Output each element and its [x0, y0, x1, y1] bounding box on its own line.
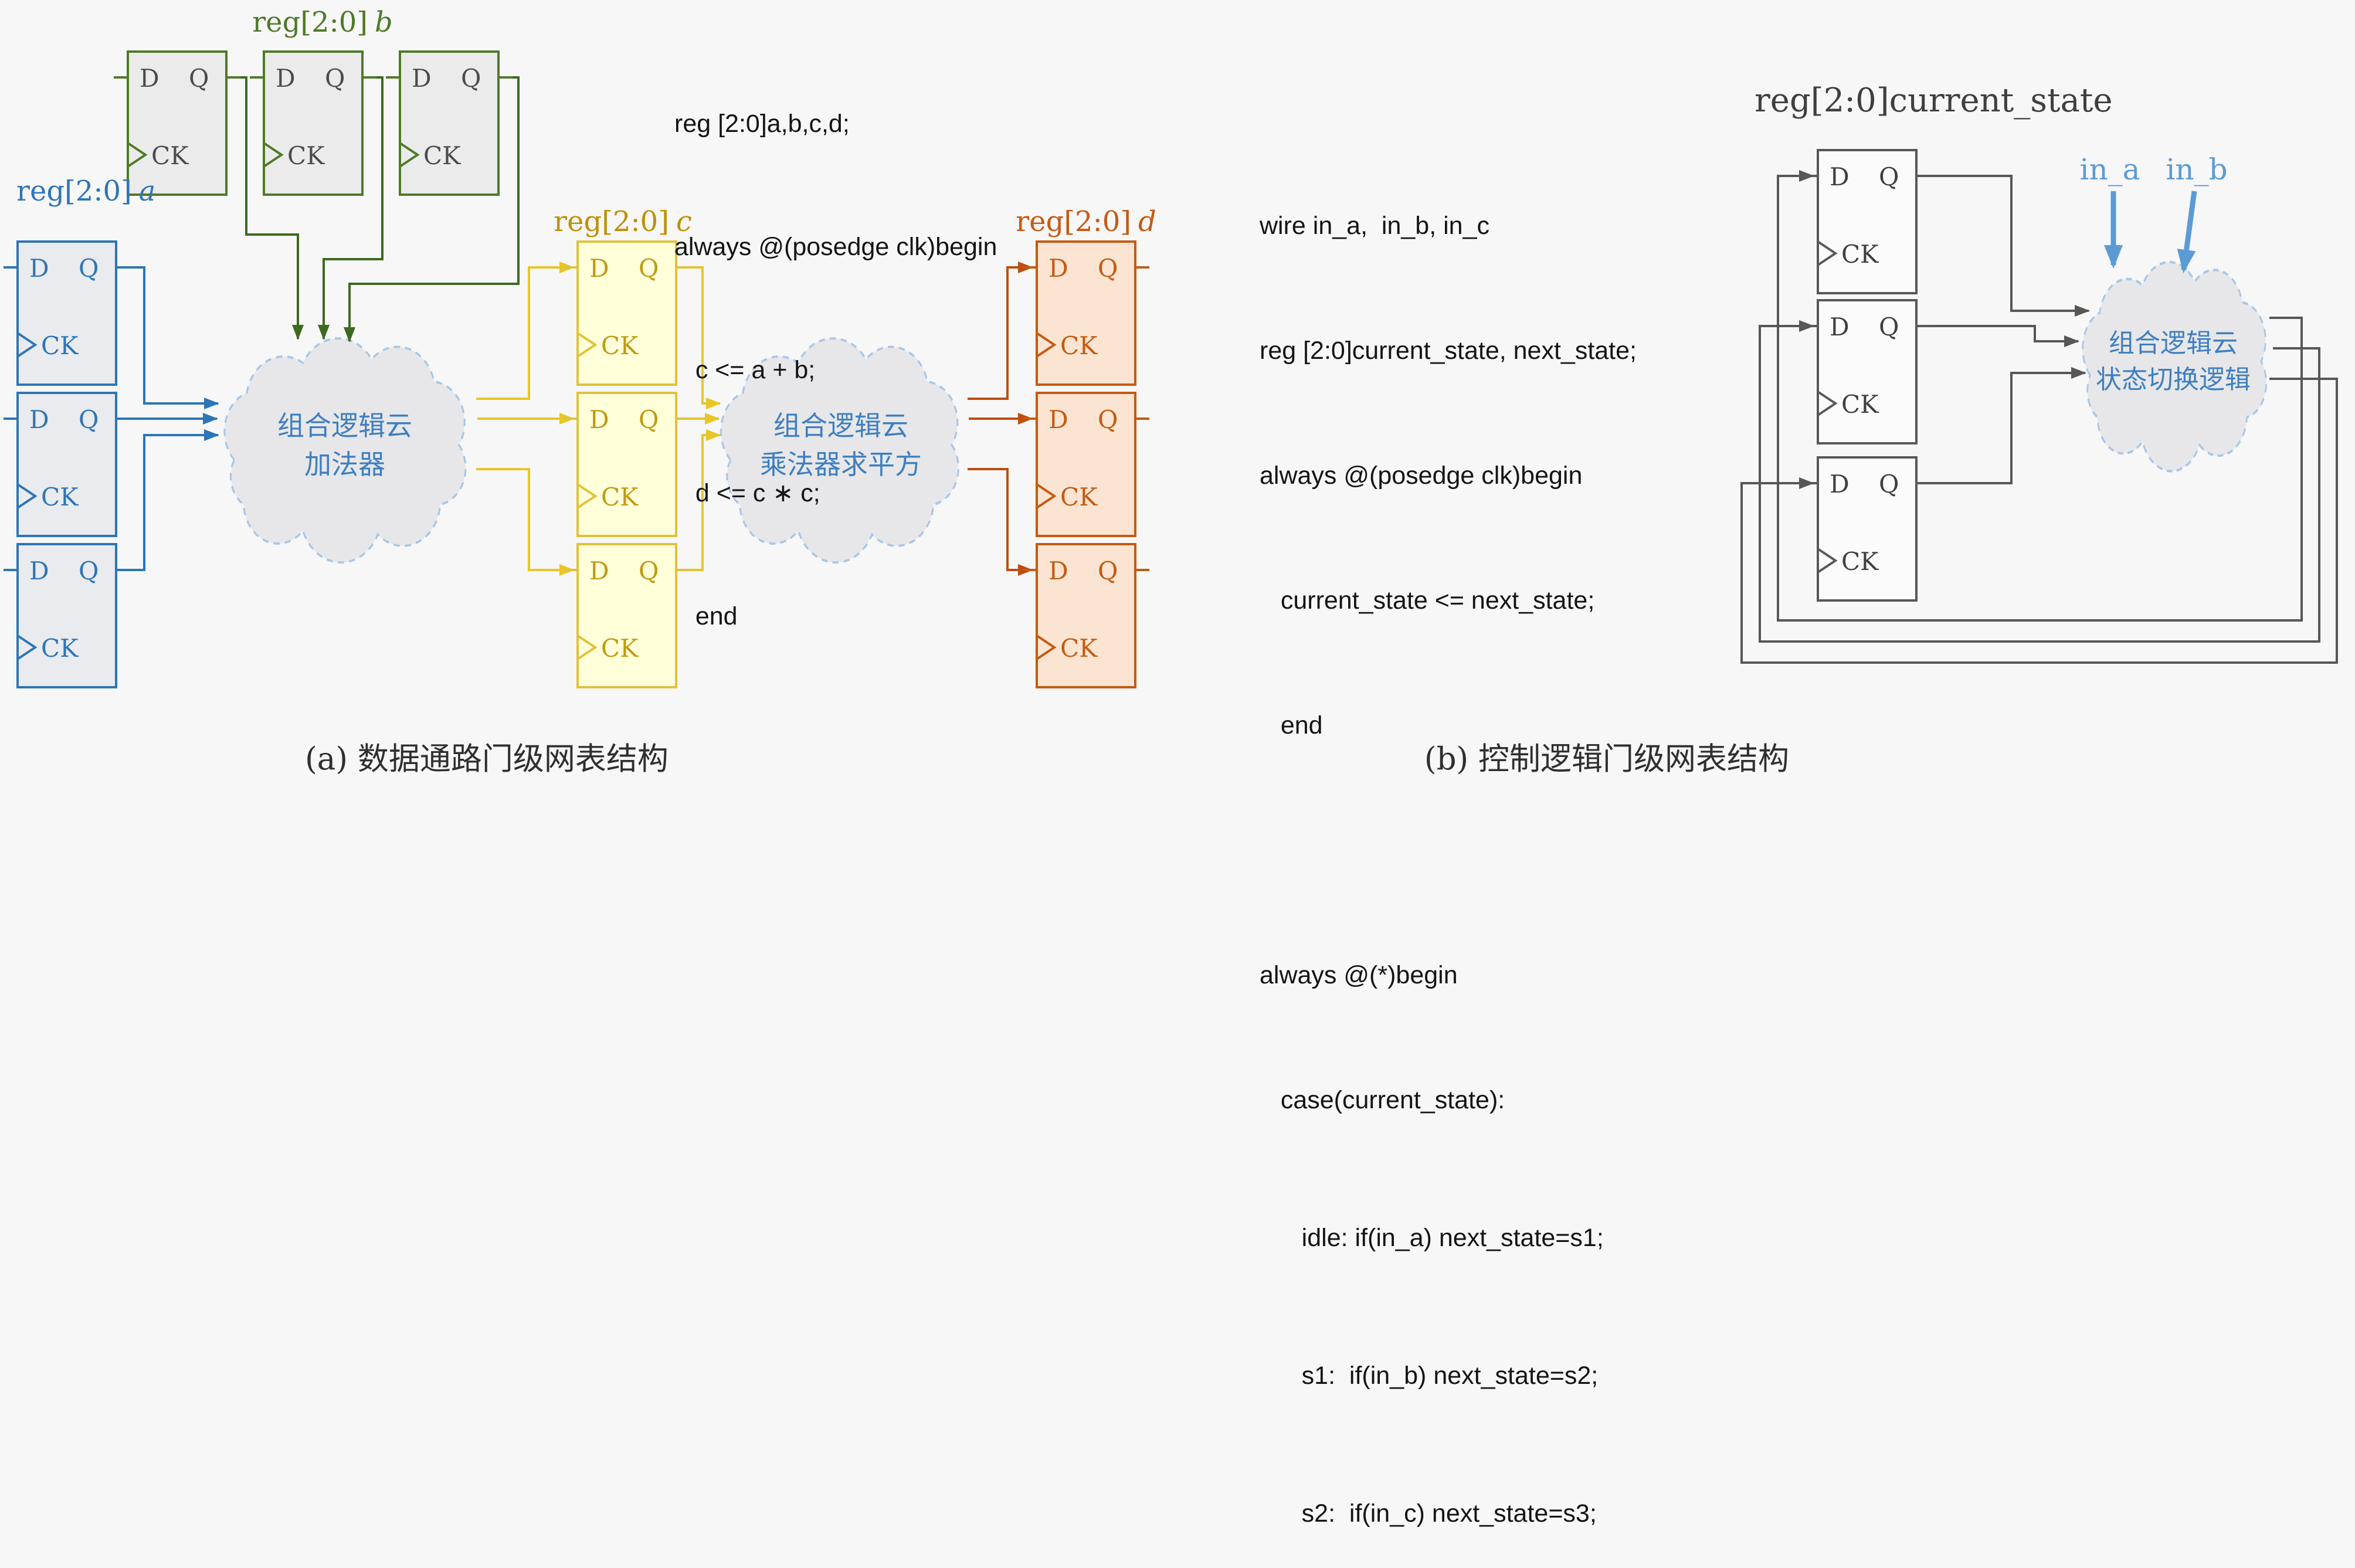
reg-d-label: reg[2:0]d [1016, 205, 1156, 238]
dff-current-state-2 [1803, 456, 1932, 602]
dff-reg-d-1 [1022, 392, 1151, 537]
dff-reg-b-2 [385, 50, 514, 196]
figure-a: reg[2:0]b reg[2:0]a reg[2:0]c reg[2:0]d … [2, 6, 1156, 688]
dff-reg-a-1 [2, 392, 131, 537]
reg-c-prefix: reg[2:0] [554, 205, 669, 238]
reg-d-prefix: reg[2:0] [1016, 205, 1131, 238]
dff-current-state-1 [1803, 299, 1932, 444]
code-line [1260, 830, 1637, 871]
wire-adder-to-c0 [476, 262, 575, 400]
wire-a0-to-adder [116, 266, 219, 409]
dff-reg-d-2 [1022, 543, 1151, 688]
dff-reg-b-0 [113, 50, 242, 196]
figure-panel: D Q CK [2, 6, 2338, 1528]
arrow-in-b [2177, 191, 2197, 273]
reg-current-state-label: reg[2:0]current_state [1755, 82, 2113, 120]
code-block-control: wire in_a, in_b, in_c reg [2:0]current_s… [1260, 122, 1637, 1568]
dff-reg-a-0 [2, 240, 131, 386]
cloud-multiplier-line2: 乘法器求平方 [760, 449, 922, 480]
reg-b-var: b [375, 6, 393, 39]
wire-mult-to-d0 [968, 262, 1033, 400]
reg-a-prefix: reg[2:0] [16, 175, 132, 208]
dff-reg-c-1 [562, 392, 691, 537]
caption-figure-a: (a) 数据通路门级网表结构 [305, 741, 669, 777]
dff-reg-b-1 [249, 50, 378, 196]
reg-b-prefix: reg[2:0] [252, 6, 368, 39]
dff-reg-d-0 [1022, 240, 1151, 386]
cloud-fsm-line1: 组合逻辑云 [2109, 329, 2238, 358]
input-b-label: in_b [2166, 152, 2227, 186]
reg-a-var: a [139, 175, 156, 208]
code-line: reg [2:0]current_state, next_state; [1260, 337, 1637, 365]
code-line: always @(*)begin [1260, 961, 1458, 989]
code-line: s2: if(in_c) next_state=s3; [1260, 1499, 1597, 1528]
diagram-canvas: D Q CK [2, 6, 2338, 688]
wire-a2-to-adder [116, 429, 219, 571]
code-line: case(current_state): [1260, 1086, 1505, 1114]
reg-c-label: reg[2:0]c [554, 205, 692, 238]
code-line: end [1260, 711, 1323, 739]
wire-adder-to-c2 [476, 468, 575, 576]
dff-reg-c-2 [562, 543, 691, 688]
code-line: always @(posedge clk)begin [674, 233, 997, 261]
input-a-label: in_a [2079, 152, 2140, 186]
code-line: s1: if(in_b) next_state=s2; [1260, 1362, 1599, 1390]
wire-fsm-feedback-1 [1759, 320, 2320, 643]
wire-mult-to-d2 [968, 468, 1033, 576]
code-line: always @(posedge clk)begin [1260, 461, 1583, 490]
wire-fsm-feedback-0 [1777, 170, 2303, 622]
wire-state1-to-fsm [1916, 325, 2079, 347]
dff-current-state-0 [1803, 149, 1932, 294]
figure-b: reg[2:0]current_state in_a in_b 组合逻辑云 状态… [1740, 82, 2338, 664]
code-block-datapath: reg [2:0]a,b,c,d; always @(posedge clk)b… [674, 21, 997, 678]
code-line: idle: if(in_a) next_state=s1; [1260, 1224, 1604, 1252]
reg-a-label: reg[2:0]a [16, 175, 155, 208]
code-line: d <= c ∗ c; [674, 479, 820, 507]
reg-b-label: reg[2:0]b [252, 6, 393, 39]
cloud-adder-line2: 加法器 [304, 449, 385, 480]
wire-state0-to-fsm [1916, 175, 2090, 317]
caption-figure-b: (b) 控制逻辑门级网表结构 [1424, 741, 1790, 777]
cloud-fsm-line2: 状态切换逻辑 [2096, 365, 2251, 394]
wire-fsm-feedback-2 [1740, 378, 2338, 664]
cloud-adder-line1: 组合逻辑云 [277, 410, 412, 441]
dff-reg-c-0 [562, 240, 691, 386]
dff-reg-a-2 [2, 543, 131, 688]
code-line: reg [2:0]a,b,c,d; [674, 110, 850, 138]
code-line: end [674, 602, 738, 630]
cloud-multiplier-line1: 组合逻辑云 [773, 410, 908, 441]
wire-state2-to-fsm [1916, 367, 2086, 484]
code-line: c <= a + b; [674, 356, 816, 384]
code-line: current_state <= next_state; [1260, 586, 1595, 615]
reg-d-var: d [1138, 205, 1156, 238]
code-line: wire in_a, in_b, in_c [1260, 212, 1489, 240]
reg-c-var: c [676, 205, 692, 238]
